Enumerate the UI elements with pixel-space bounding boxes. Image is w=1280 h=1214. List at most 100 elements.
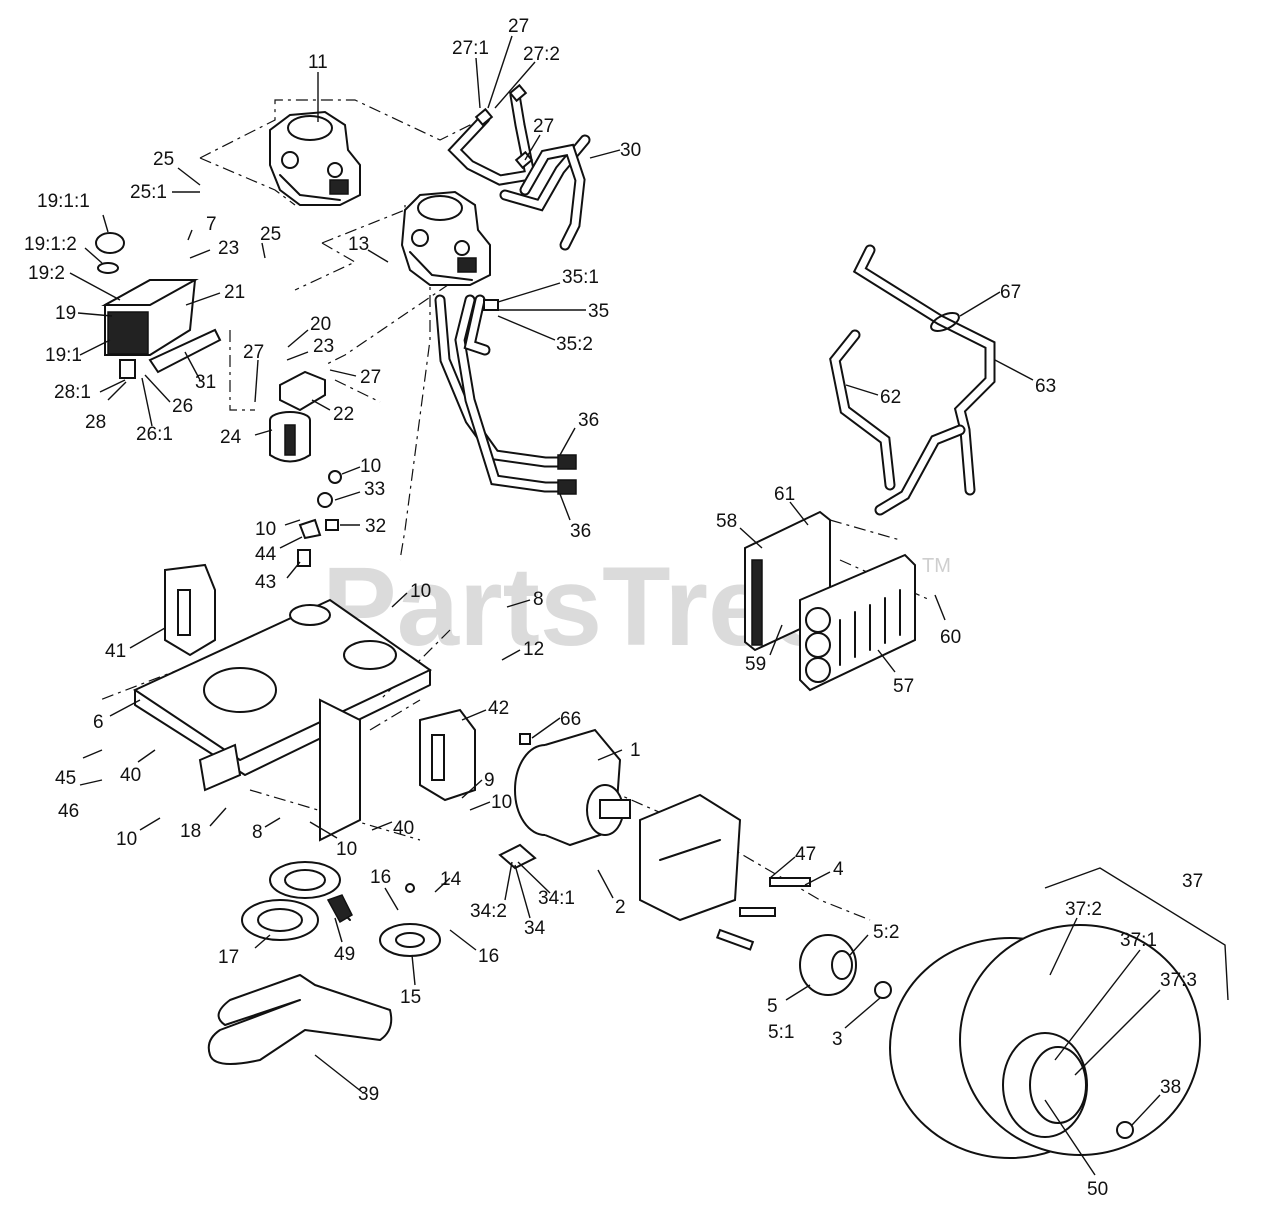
label-36: 36 xyxy=(578,410,599,431)
label-4: 4 xyxy=(833,859,844,880)
hardware-stack xyxy=(297,470,342,567)
label-7: 7 xyxy=(206,214,217,235)
label-40: 40 xyxy=(120,765,141,786)
label-10-b: 10 xyxy=(255,519,276,540)
bracket-42 xyxy=(419,708,476,802)
label-35-1: 35:1 xyxy=(562,267,599,288)
label-16: 16 xyxy=(370,867,391,888)
label-34: 34 xyxy=(524,918,546,939)
motor-bracket xyxy=(639,793,742,922)
label-2: 2 xyxy=(615,897,626,918)
fittings-misc xyxy=(498,733,811,951)
label-35: 35 xyxy=(588,301,609,322)
frame-plate xyxy=(132,598,432,842)
label-28: 28 xyxy=(85,412,106,433)
label-21: 21 xyxy=(224,282,245,303)
label-19: 19 xyxy=(55,303,76,324)
wheel-group-bracket xyxy=(1044,867,1229,1001)
label-leaders xyxy=(69,35,1161,1176)
label-27-1: 27:1 xyxy=(452,38,489,59)
label-37-1: 37:1 xyxy=(1120,930,1157,951)
label-18: 18 xyxy=(180,821,201,842)
bracket-41 xyxy=(164,563,216,657)
label-40-b: 40 xyxy=(393,818,414,839)
label-15: 15 xyxy=(400,987,421,1008)
label-33: 33 xyxy=(364,479,385,500)
hose-assembly-36 xyxy=(434,294,577,495)
label-19-1-2: 19:1:2 xyxy=(24,234,77,255)
label-5: 5 xyxy=(767,996,778,1017)
label-26-1: 26:1 xyxy=(136,424,173,445)
pump-lower xyxy=(400,190,491,286)
cooler-cover xyxy=(799,553,916,692)
label-10-f: 10 xyxy=(116,829,137,850)
label-59: 59 xyxy=(745,654,766,675)
label-3: 3 xyxy=(832,1029,843,1050)
drive-belt xyxy=(207,974,393,1065)
label-14: 14 xyxy=(440,869,462,890)
label-45: 45 xyxy=(55,768,76,789)
rear-wheel xyxy=(889,924,1201,1159)
label-37-2: 37:2 xyxy=(1065,899,1102,920)
label-6: 6 xyxy=(93,712,104,733)
label-19-1-1: 19:1:1 xyxy=(37,191,90,212)
label-24: 24 xyxy=(220,427,242,448)
label-10-c: 10 xyxy=(410,581,431,602)
label-34-2: 34:2 xyxy=(470,901,507,922)
label-27-d: 27 xyxy=(360,367,381,388)
label-8: 8 xyxy=(533,589,544,610)
label-27-c: 27 xyxy=(243,342,264,363)
label-25-b: 25 xyxy=(260,224,281,245)
wheel-motor xyxy=(514,728,631,847)
label-37: 37 xyxy=(1182,871,1203,892)
pulley-15 xyxy=(379,883,441,957)
label-62: 62 xyxy=(880,387,901,408)
label-5-1: 5:1 xyxy=(768,1022,794,1043)
label-13: 13 xyxy=(348,234,369,255)
label-22: 22 xyxy=(333,404,354,425)
label-11: 11 xyxy=(308,52,328,73)
filter-assembly xyxy=(269,370,326,463)
hose-assembly-upper xyxy=(447,83,591,251)
label-12: 12 xyxy=(523,639,544,660)
watermark-tm: TM xyxy=(922,555,951,577)
label-28-1: 28:1 xyxy=(54,382,91,403)
hose-assembly-62-63 xyxy=(829,244,996,516)
label-36-b: 36 xyxy=(570,521,591,542)
label-43: 43 xyxy=(255,572,276,593)
label-16-b: 16 xyxy=(478,946,499,967)
label-42: 42 xyxy=(488,698,509,719)
label-66: 66 xyxy=(560,709,581,730)
label-27: 27 xyxy=(508,16,529,37)
label-25: 25 xyxy=(153,149,174,170)
label-25-1: 25:1 xyxy=(130,182,167,203)
label-44: 44 xyxy=(255,544,277,565)
label-49: 49 xyxy=(334,944,355,965)
label-63: 63 xyxy=(1035,376,1056,397)
label-30: 30 xyxy=(620,140,641,161)
label-20: 20 xyxy=(310,314,331,335)
label-60: 60 xyxy=(940,627,961,648)
label-8-b: 8 xyxy=(252,822,263,843)
label-27-2: 27:2 xyxy=(523,44,560,65)
label-35-2: 35:2 xyxy=(556,334,593,355)
fitting-31 xyxy=(148,328,222,374)
label-23: 23 xyxy=(218,238,239,259)
label-38: 38 xyxy=(1160,1077,1181,1098)
label-57: 57 xyxy=(893,676,914,697)
label-23-b: 23 xyxy=(313,336,334,357)
label-39: 39 xyxy=(358,1084,379,1105)
idler-pulley-17 xyxy=(241,861,353,941)
label-67: 67 xyxy=(1000,282,1021,303)
label-5-2: 5:2 xyxy=(873,922,899,943)
label-10-e: 10 xyxy=(336,839,357,860)
label-27-b: 27 xyxy=(533,116,554,137)
label-17: 17 xyxy=(218,947,239,968)
label-10-d: 10 xyxy=(491,792,512,813)
label-61: 61 xyxy=(774,484,795,505)
label-10: 10 xyxy=(360,456,381,477)
label-41: 41 xyxy=(105,641,126,662)
part-labels: 11 27 27:1 27:2 27 30 25 25:1 19:1:1 7 2… xyxy=(24,16,1203,1200)
hydraulic-reservoir xyxy=(95,232,199,379)
